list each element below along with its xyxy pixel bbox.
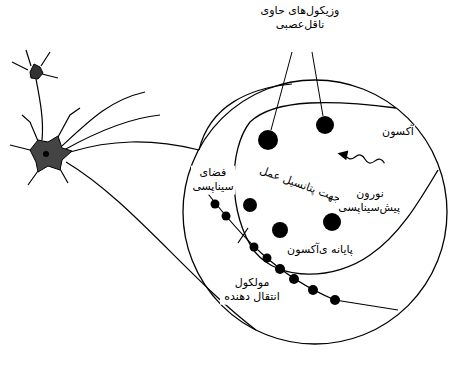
molecule xyxy=(308,285,318,295)
axon-label: آکسون xyxy=(381,125,415,139)
molecule xyxy=(222,212,231,221)
arrowhead xyxy=(336,148,348,160)
vesicle xyxy=(258,130,278,150)
synaptic-space-label: فضای سیناپسی xyxy=(191,166,235,195)
neuron-label: نورون پیش‌سیناپسی xyxy=(339,187,401,216)
axon-terminal xyxy=(234,103,438,275)
molecule-label: مولکول انتقال دهنده xyxy=(220,276,284,305)
vesicle-label: وزیکول‌های حاوی ناقل‌عصبی xyxy=(245,4,355,33)
terminal-label: پایانه ی‌آکسون xyxy=(286,243,354,257)
axon-line xyxy=(70,142,199,152)
outer-membrane xyxy=(199,84,292,150)
molecule xyxy=(289,274,299,284)
molecule xyxy=(330,295,340,305)
molecule xyxy=(211,200,220,209)
leader-lines xyxy=(271,52,323,130)
nucleus xyxy=(43,151,49,157)
big-neuron-body xyxy=(30,136,72,172)
molecule xyxy=(250,243,259,252)
direction-label: جهت پتانسیل عمل xyxy=(257,163,344,206)
zoom-line xyxy=(66,162,256,330)
vesicle xyxy=(243,198,257,212)
small-neuron-body xyxy=(30,64,43,79)
wave xyxy=(345,152,385,166)
vesicle xyxy=(272,222,288,238)
vesicle xyxy=(316,116,334,134)
action-potential-arrow xyxy=(336,148,385,168)
molecule xyxy=(275,264,285,274)
molecule xyxy=(263,254,272,263)
vesicle xyxy=(323,213,341,231)
slash-mark xyxy=(238,228,248,243)
neuron-processes xyxy=(62,92,160,150)
small-neuron-branches xyxy=(12,50,58,140)
magnified-circle xyxy=(183,80,447,344)
